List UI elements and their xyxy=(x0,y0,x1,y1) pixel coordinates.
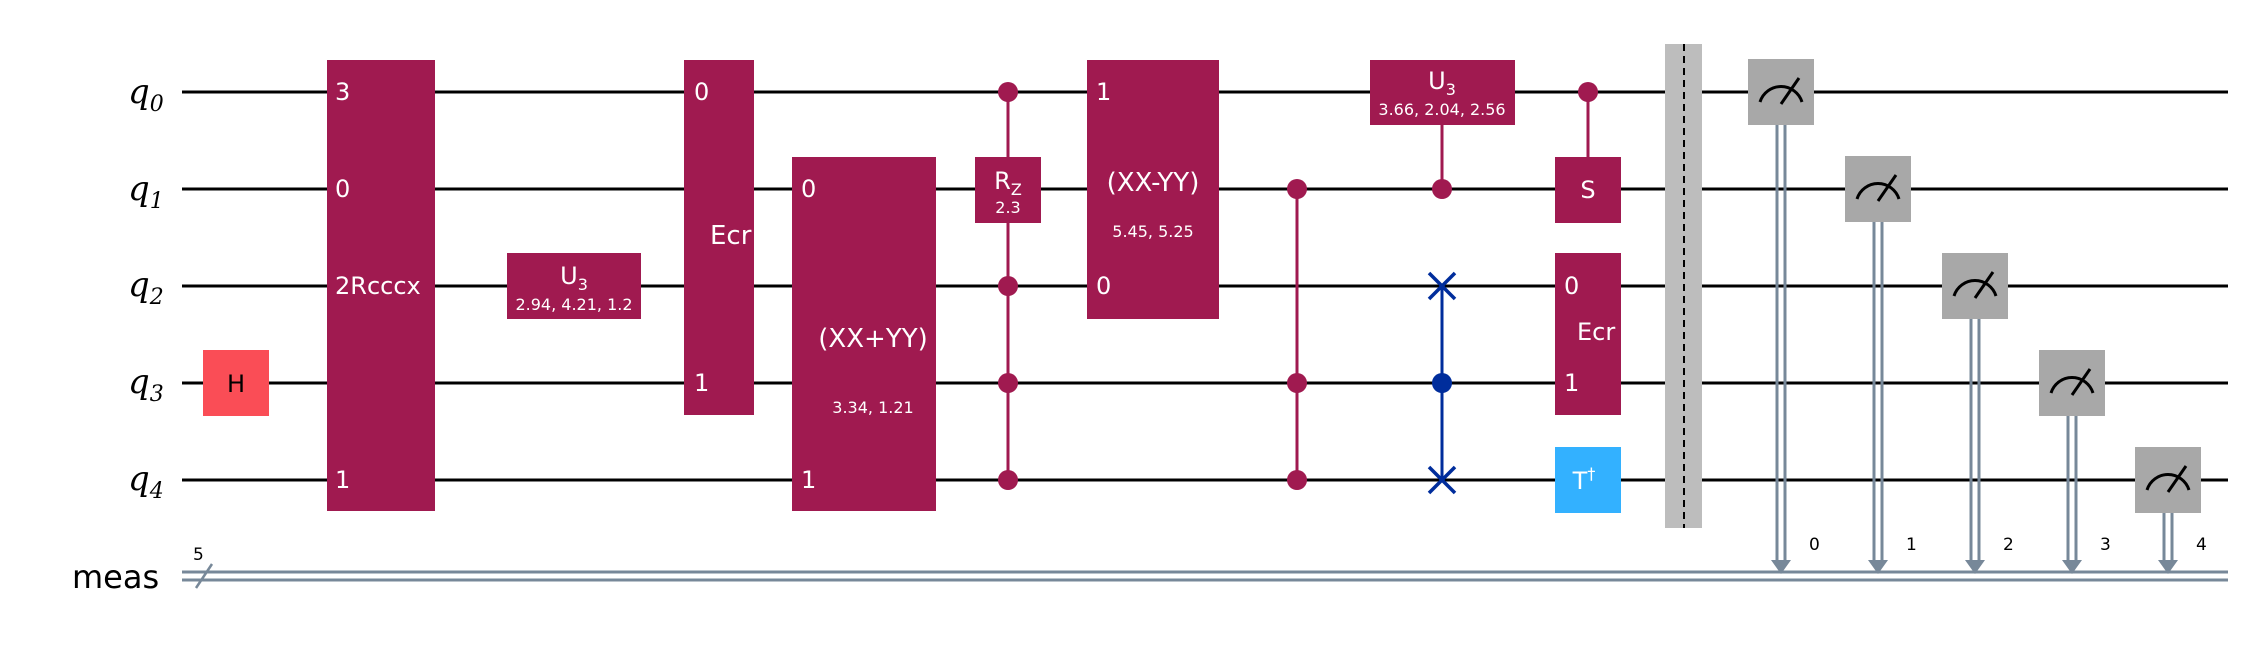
rcccx-pin-q0: 3 xyxy=(335,78,350,106)
xx-plus-yy-gate: 0 (XX+YY) 3.34, 1.21 1 xyxy=(792,157,936,511)
measure-arrow-icon xyxy=(1965,560,1985,574)
meter-icon xyxy=(1952,271,1998,299)
controlled-s-gate: S xyxy=(1555,82,1621,223)
barrier xyxy=(1665,44,1702,528)
cz-control-q3 xyxy=(1287,373,1307,393)
measure-gate-q1: 1 xyxy=(1845,156,1917,574)
controlled-swap-gate xyxy=(1427,271,1457,495)
measure-arrow-icon xyxy=(1771,560,1791,574)
tdg-gate: T† xyxy=(1555,447,1621,513)
xxmyy-pin-1: 0 xyxy=(1096,272,1111,300)
cz-control-q4 xyxy=(1287,470,1307,490)
xxpyy-label: (XX+YY) xyxy=(818,324,927,354)
ecr-gate-q0-q3: 0 Ecr 1 xyxy=(684,60,754,415)
u3-b-label: U3 xyxy=(1428,67,1456,99)
s-gate-label: S xyxy=(1580,176,1595,204)
u3-gate-q2-label: U3 xyxy=(560,262,588,294)
xxpyy-params: 3.34, 1.21 xyxy=(832,398,913,417)
rz-params: 2.3 xyxy=(995,198,1020,217)
xx-minus-yy-gate: 1 (XX-YY) 5.45, 5.25 0 xyxy=(1087,60,1219,319)
ecr-b-pin-1: 1 xyxy=(1564,369,1579,397)
xxpyy-pin-1: 1 xyxy=(801,466,816,494)
h-gate: H xyxy=(203,350,269,416)
register-size-slash xyxy=(194,563,214,589)
meter-icon xyxy=(1758,77,1804,105)
measure-arrow-icon xyxy=(2158,560,2178,574)
h-gate-label: H xyxy=(227,370,245,398)
ecr-a-pin-1: 1 xyxy=(694,369,709,397)
rz-label: RZ xyxy=(994,167,1022,199)
ecr-a-pin-0: 0 xyxy=(694,78,709,106)
swap-x-icon-q4 xyxy=(1427,465,1457,495)
multi-control-z-gate xyxy=(1287,179,1307,490)
measure-gate-q2: 2 xyxy=(1942,253,2014,574)
measure-bit-label-3: 3 xyxy=(2100,535,2111,555)
rcccx-pin-q1: 0 xyxy=(335,175,350,203)
register-size: 5 xyxy=(193,545,204,565)
xxmyy-pin-0: 1 xyxy=(1096,78,1111,106)
u3-b-params: 3.66, 2.04, 2.56 xyxy=(1378,100,1505,119)
rcccx-gate: 3 0 2Rcccx 1 xyxy=(327,60,435,511)
ecr-gate-q2-q3: 0 Ecr 1 xyxy=(1555,253,1621,415)
classical-wire: 5 xyxy=(182,545,2228,589)
u3-gate-q2-params: 2.94, 4.21, 1.2 xyxy=(515,295,632,314)
measurements: 0 1 2 3 4 xyxy=(1748,59,2207,574)
qubit-label-q0: q0 xyxy=(128,72,164,117)
ecr-b-pin-0: 0 xyxy=(1564,272,1579,300)
rz-control-q0 xyxy=(998,82,1018,102)
cz-control-q1 xyxy=(1287,179,1307,199)
measure-gate-q3: 3 xyxy=(2039,350,2111,574)
meter-icon xyxy=(2049,368,2095,396)
swap-control-q3 xyxy=(1432,373,1452,393)
tdg-label: T† xyxy=(1572,464,1596,495)
meter-icon xyxy=(2145,465,2191,493)
measure-bit-label-4: 4 xyxy=(2196,535,2207,555)
measure-gate-q0: 0 xyxy=(1748,59,1820,574)
xxpyy-pin-0: 0 xyxy=(801,175,816,203)
qubit-label-q4: q4 xyxy=(128,459,164,504)
s-control-q0 xyxy=(1578,82,1598,102)
controlled-rz-gate: RZ 2.3 xyxy=(975,82,1041,490)
measure-arrow-icon xyxy=(1868,560,1888,574)
measure-bit-label-2: 2 xyxy=(2003,535,2014,555)
ecr-b-label: Ecr xyxy=(1577,318,1615,346)
qubit-label-q2: q2 xyxy=(128,265,164,310)
qubit-labels: q0 q1 q2 q3 q4 meas xyxy=(72,72,164,596)
measure-bit-label-0: 0 xyxy=(1809,535,1820,555)
rz-control-q2 xyxy=(998,276,1018,296)
classical-register-label: meas xyxy=(72,558,159,596)
measure-arrow-icon xyxy=(2062,560,2082,574)
rz-control-q4 xyxy=(998,470,1018,490)
qubit-label-q3: q3 xyxy=(128,362,164,407)
measure-gate-q4: 4 xyxy=(2135,447,2207,574)
ecr-a-label: Ecr xyxy=(710,221,752,251)
rz-control-q3 xyxy=(998,373,1018,393)
rcccx-pin-q4: 1 xyxy=(335,466,350,494)
xxmyy-params: 5.45, 5.25 xyxy=(1112,222,1193,241)
u3-gate-q2: U3 2.94, 4.21, 1.2 xyxy=(507,253,641,319)
qubit-label-q1: q1 xyxy=(128,169,164,214)
rcccx-gate-label: 2Rcccx xyxy=(335,272,421,300)
xxmyy-label: (XX-YY) xyxy=(1107,168,1200,198)
meter-icon xyxy=(1855,174,1901,202)
controlled-u3-gate: U3 3.66, 2.04, 2.56 xyxy=(1370,60,1515,199)
swap-x-icon-q2 xyxy=(1427,271,1457,301)
measure-bit-label-1: 1 xyxy=(1906,535,1917,555)
u3-b-control-q1 xyxy=(1432,179,1452,199)
